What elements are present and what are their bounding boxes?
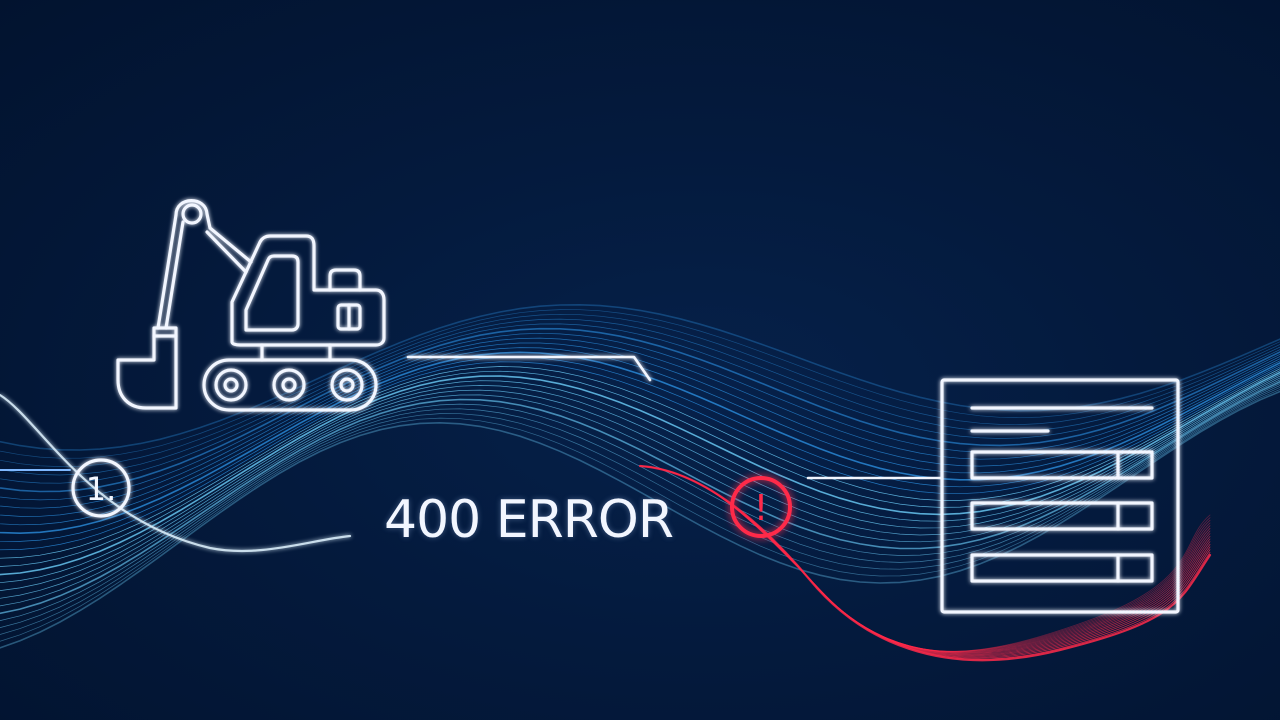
wave-line <box>0 380 1280 615</box>
wave-line <box>0 318 1280 476</box>
wave-line <box>0 351 1280 535</box>
wave-line <box>0 373 1280 584</box>
wave-line <box>0 332 1280 501</box>
step-marker-label: 1. <box>86 470 117 508</box>
wave-line <box>0 356 1280 542</box>
wave-line <box>0 383 1280 621</box>
wave-line <box>0 375 1280 591</box>
wave-line <box>0 390 1280 649</box>
wave-line <box>0 309 1280 459</box>
wave-line <box>0 313 1280 467</box>
connector-line-top <box>406 355 652 382</box>
wave-line <box>0 371 1280 576</box>
wave-line <box>0 377 1280 599</box>
wave-line <box>0 327 1280 493</box>
wave-line <box>0 387 1280 635</box>
form-document-icon <box>940 378 1180 614</box>
step-one-icon <box>71 458 131 518</box>
error-wave-line <box>639 465 1211 652</box>
wave-highlight <box>0 393 352 553</box>
error-wave-line <box>639 465 1211 652</box>
error-wave-line <box>639 465 1211 653</box>
error-label: 400 ERROR <box>384 490 674 550</box>
alert-icon <box>730 476 792 538</box>
error-wave-line <box>639 465 1211 652</box>
wave-line <box>0 337 1280 509</box>
wave-line <box>0 379 1280 607</box>
wave-line <box>0 323 1280 484</box>
wave-line <box>0 366 1280 559</box>
alert-marker-label: ! <box>754 488 768 529</box>
error-wave-line <box>639 465 1211 653</box>
wave-line <box>0 389 1280 642</box>
excavator-icon <box>116 199 386 412</box>
error-wave-line <box>639 465 1211 652</box>
wave-line <box>0 361 1280 551</box>
